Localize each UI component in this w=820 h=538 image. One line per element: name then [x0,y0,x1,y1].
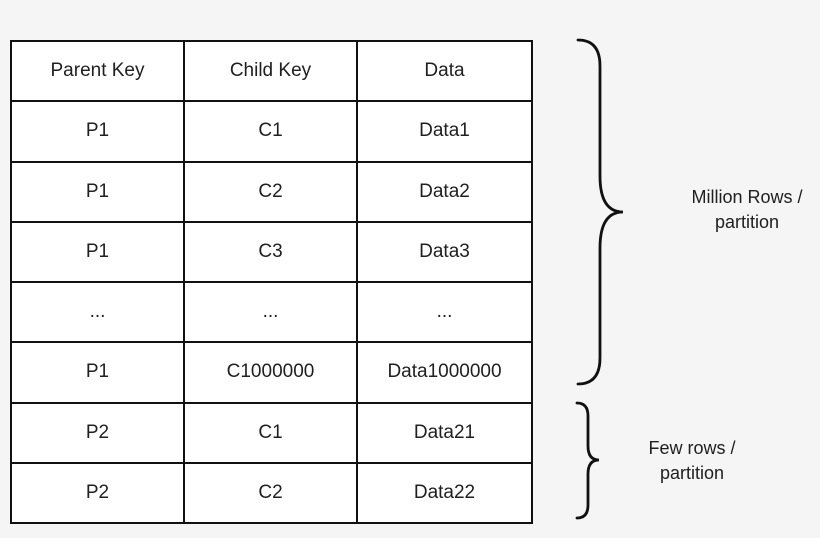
partition-table: Parent Key Child Key Data P1 C1 Data1 P1… [10,40,533,524]
table-row: P2 C2 Data22 [12,463,531,522]
table-row: P1 C1 Data1 [12,102,531,163]
table-row: P2 C1 Data21 [12,403,531,464]
table-cell: C2 [185,162,358,221]
curly-brace-large [576,38,624,386]
table-cell: C2 [185,463,358,522]
table-cell: P1 [12,222,185,281]
table-header-row: Parent Key Child Key Data [12,42,531,103]
table-cell: Data22 [358,463,531,522]
table-cell: C3 [185,222,358,281]
small-brace-label: Few rows / partition [648,438,736,483]
table-cell: P1 [12,343,185,402]
table-cell: C1000000 [185,343,358,402]
large-brace-label: Million Rows / partition [691,187,803,232]
table-cell: ... [358,283,531,342]
header-cell-parent-key: Parent Key [12,42,185,101]
table-cell: Data1 [358,102,531,161]
table-cell: P2 [12,463,185,522]
table-row: P1 C1000000 Data1000000 [12,343,531,404]
table-row-ellipsis: ... ... ... [12,283,531,344]
table-cell: P2 [12,403,185,462]
table-cell: ... [185,283,358,342]
table-cell: P1 [12,102,185,161]
header-cell-data: Data [358,42,531,101]
header-cell-child-key: Child Key [185,42,358,101]
table-cell: Data21 [358,403,531,462]
table-row: P1 C2 Data2 [12,162,531,223]
table-cell: Data2 [358,162,531,221]
table-row: P1 C3 Data3 [12,222,531,283]
table-cell: Data3 [358,222,531,281]
table-cell: ... [12,283,185,342]
table-cell: C1 [185,403,358,462]
curly-brace-small [575,401,600,520]
table-cell: P1 [12,162,185,221]
table-cell: Data1000000 [358,343,531,402]
table-cell: C1 [185,102,358,161]
